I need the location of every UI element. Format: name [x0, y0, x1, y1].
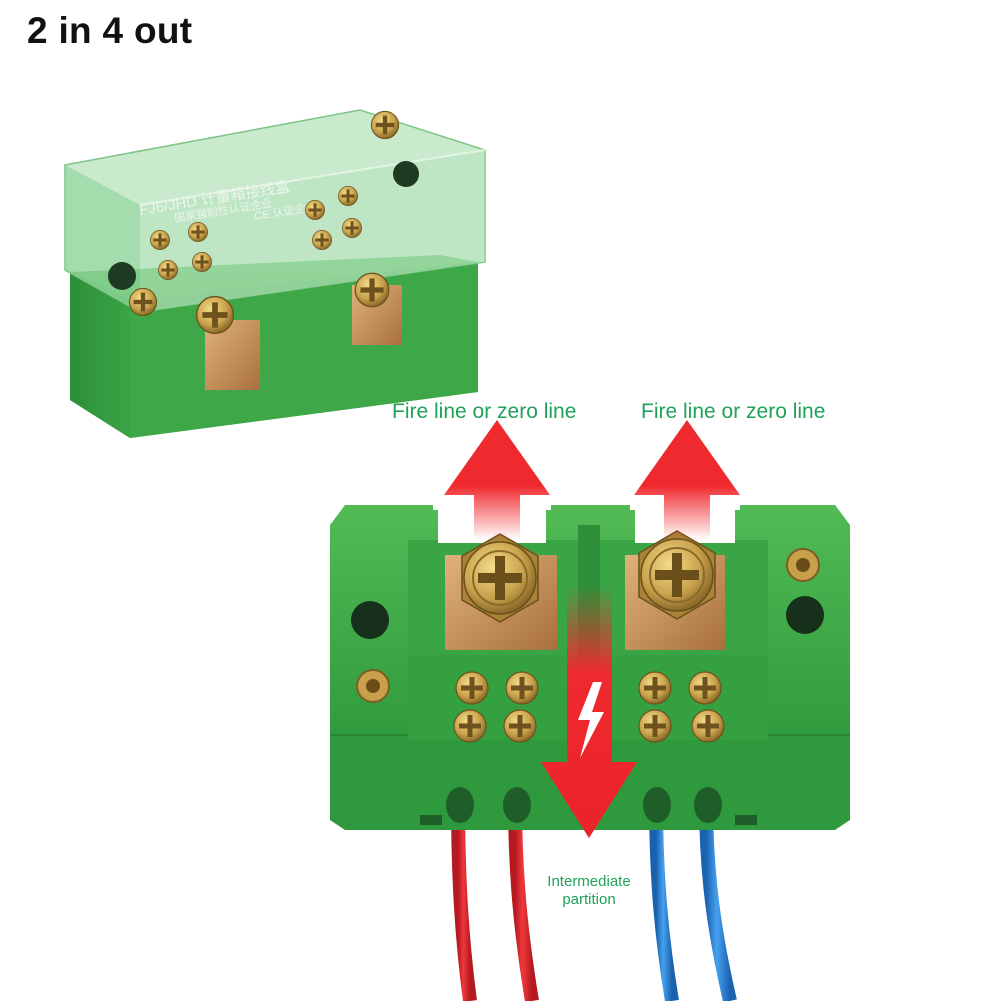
- partition-label: Intermediate partition: [532, 873, 646, 909]
- cover-label: FJ6/JHD 计量箱接线盒 国家强制性认证企业 CE 认证企业: [138, 178, 317, 225]
- screw-icon: [188, 222, 208, 242]
- mount-hole: [108, 262, 136, 290]
- partition-label-line2: partition: [562, 891, 616, 908]
- screw-icon: [354, 272, 390, 308]
- up-arrow-icon: [634, 420, 740, 540]
- screw-icon: [195, 295, 235, 335]
- screw-icon: [305, 200, 325, 220]
- partition-label-line1: Intermediate: [547, 873, 631, 890]
- screw-icon: [455, 671, 489, 705]
- screw-icon: [150, 230, 170, 250]
- screw-icon: [370, 110, 400, 140]
- mount-hole: [351, 601, 389, 639]
- page-title: 2 in 4 out: [27, 10, 193, 51]
- screw-icon: [192, 252, 212, 272]
- screw-icon: [312, 230, 332, 250]
- screw-icon: [158, 260, 178, 280]
- mount-hole: [393, 161, 419, 187]
- output-label-right: Fire line or zero line: [641, 400, 826, 423]
- screw-icon: [505, 671, 539, 705]
- output-label-left: Fire line or zero line: [392, 400, 577, 423]
- screw-icon: [688, 671, 722, 705]
- lightning-icon: [578, 682, 604, 758]
- mount-hole: [786, 596, 824, 634]
- covered-terminal-box: FJ6/JHD 计量箱接线盒 国家强制性认证企业 CE 认证企业: [64, 109, 486, 438]
- screw-icon: [638, 671, 672, 705]
- screw-icon: [691, 709, 725, 743]
- up-arrow-icon: [444, 420, 550, 540]
- screw-icon: [128, 287, 158, 317]
- screw-icon: [342, 218, 362, 238]
- brass-insert: [356, 669, 390, 703]
- screw-icon: [338, 186, 358, 206]
- screw-icon: [638, 709, 672, 743]
- screw-icon: [503, 709, 537, 743]
- brass-insert: [786, 548, 820, 582]
- screw-icon: [453, 709, 487, 743]
